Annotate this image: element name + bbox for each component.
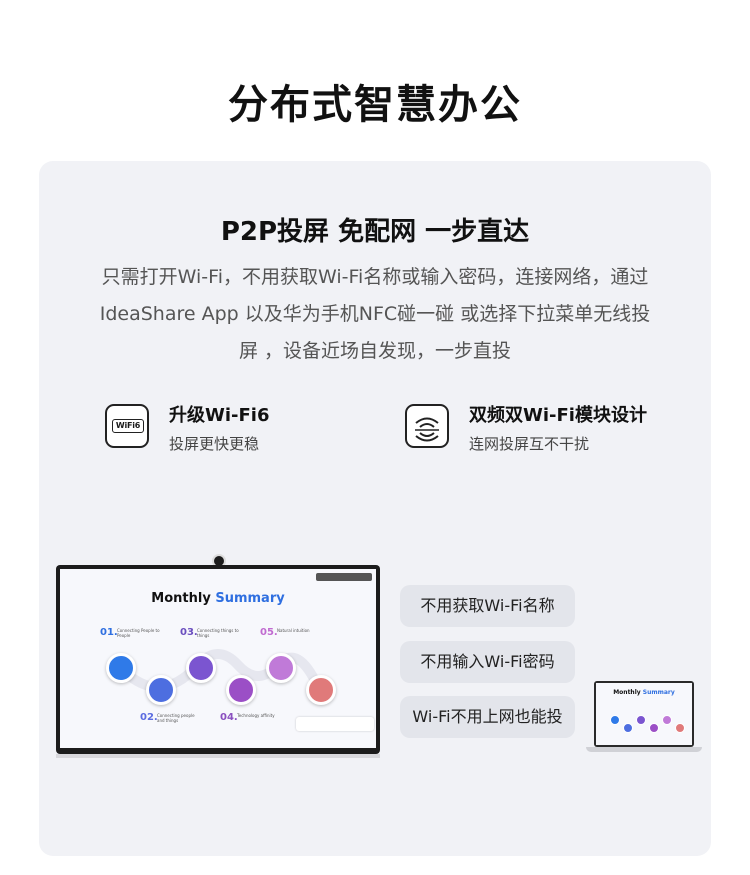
smart-board: Monthly Summary 01. Connecting People to… bbox=[56, 565, 380, 754]
feature-subtitle: 投屏更快更稳 bbox=[169, 435, 260, 453]
step-number: 05. bbox=[260, 627, 278, 638]
page-title: 分布式智慧办公 bbox=[228, 82, 522, 128]
screen-status-bar bbox=[316, 573, 372, 581]
laptop: Monthly Summary bbox=[594, 681, 694, 747]
laptop-node-icon bbox=[649, 723, 659, 733]
step-number: 04. bbox=[220, 712, 238, 723]
feature-title: 升级Wi-Fi6 bbox=[169, 405, 270, 426]
dual-band-wifi-icon bbox=[405, 404, 449, 448]
card-description: 只需打开Wi-Fi，不用获取Wi-Fi名称或输入密码，连接网络，通过IdeaSh… bbox=[99, 266, 651, 362]
wifi6-badge: WiFi6 bbox=[112, 419, 144, 433]
card-heading: P2P投屏 免配网 一步直达 bbox=[220, 217, 530, 247]
laptop-node-icon bbox=[623, 723, 633, 733]
people-node-icon bbox=[106, 653, 136, 683]
step-label: Connecting things to things bbox=[197, 628, 239, 638]
board-bottom-bar bbox=[56, 754, 380, 758]
bulb-node-icon bbox=[266, 653, 296, 683]
laptop-screen: Monthly Summary bbox=[596, 683, 692, 745]
feature-card: P2P投屏 免配网 一步直达 只需打开Wi-Fi，不用获取Wi-Fi名称或输入密… bbox=[39, 161, 711, 856]
laptop-node-icon bbox=[662, 715, 672, 725]
pill-no-wifi-password: 不用输入Wi-Fi密码 bbox=[400, 641, 575, 683]
floating-toolbar bbox=[296, 717, 374, 731]
screen-title: Monthly Summary bbox=[151, 591, 285, 606]
heart-node-icon bbox=[226, 675, 256, 705]
step-label: Connecting People to People bbox=[117, 628, 160, 638]
laptop-node-icon bbox=[675, 723, 685, 733]
step-label: Natural intuition bbox=[277, 628, 310, 633]
laptop-node-icon bbox=[636, 715, 646, 725]
feature-subtitle: 连网投屏互不干扰 bbox=[469, 435, 590, 453]
pill-no-wifi-name: 不用获取Wi-Fi名称 bbox=[400, 585, 575, 627]
pill-offline-cast: Wi-Fi不用上网也能投 bbox=[400, 696, 575, 738]
step-number: 01. bbox=[100, 627, 118, 638]
step-number: 03. bbox=[180, 627, 198, 638]
feature-title: 双频双Wi-Fi模块设计 bbox=[469, 405, 647, 426]
things-node-icon bbox=[186, 653, 216, 683]
step-label: Technology affinity bbox=[237, 713, 275, 718]
step-label: Connecting people and things bbox=[157, 713, 195, 723]
link-node-icon bbox=[146, 675, 176, 705]
board-screen: Monthly Summary 01. Connecting People to… bbox=[60, 569, 376, 748]
laptop-node-icon bbox=[610, 715, 620, 725]
step-number: 02. bbox=[140, 712, 158, 723]
laptop-screen-title: Monthly Summary bbox=[613, 689, 675, 696]
wifi6-icon: WiFi6 bbox=[105, 404, 149, 448]
laptop-base bbox=[586, 747, 702, 752]
target-node-icon bbox=[306, 675, 336, 705]
